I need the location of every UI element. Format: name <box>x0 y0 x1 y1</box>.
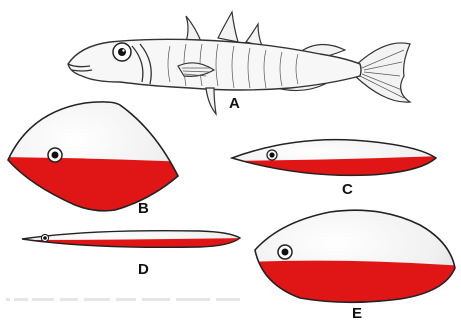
pelvic-spine <box>206 88 216 114</box>
label-d: D <box>138 261 149 278</box>
lure-d <box>10 231 250 260</box>
lure-b <box>0 102 190 230</box>
tail-fin <box>355 43 410 102</box>
faint-watermark <box>6 298 240 301</box>
dorsal-spine-2 <box>218 12 238 42</box>
label-c: C <box>342 181 353 198</box>
lure-b-belly <box>0 157 190 230</box>
lure-e <box>245 210 461 320</box>
label-b: B <box>138 200 149 217</box>
lure-c-belly <box>220 156 445 190</box>
label-a: A <box>229 95 240 112</box>
lure-c <box>220 140 445 190</box>
label-e: E <box>352 305 362 322</box>
